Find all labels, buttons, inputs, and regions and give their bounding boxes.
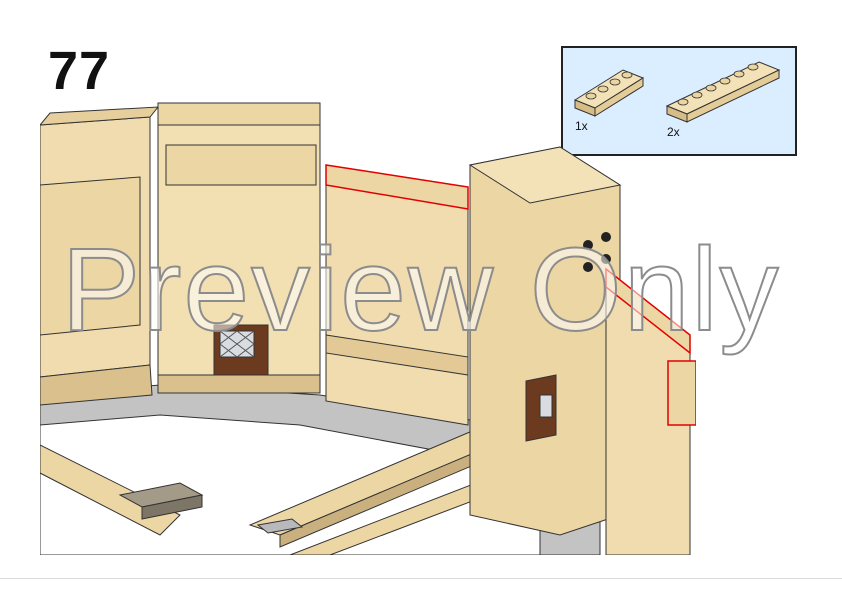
plate-1x4-icon [573,69,645,117]
left-wall [40,106,160,406]
plate-1x6-icon [665,61,781,123]
step-number: 77 [48,41,111,101]
footer-divider [0,578,842,579]
part-quantity-1: 1x [575,119,588,133]
build-model-illustration [40,102,696,555]
right-center-wall [325,164,469,426]
parts-illustration: 1x 2x [573,61,781,139]
right-tower [468,146,622,536]
far-right-wall [605,267,696,555]
center-wall [157,102,321,394]
part-quantity-2: 2x [667,125,680,139]
parts-callout: 1x 2x [561,46,797,156]
